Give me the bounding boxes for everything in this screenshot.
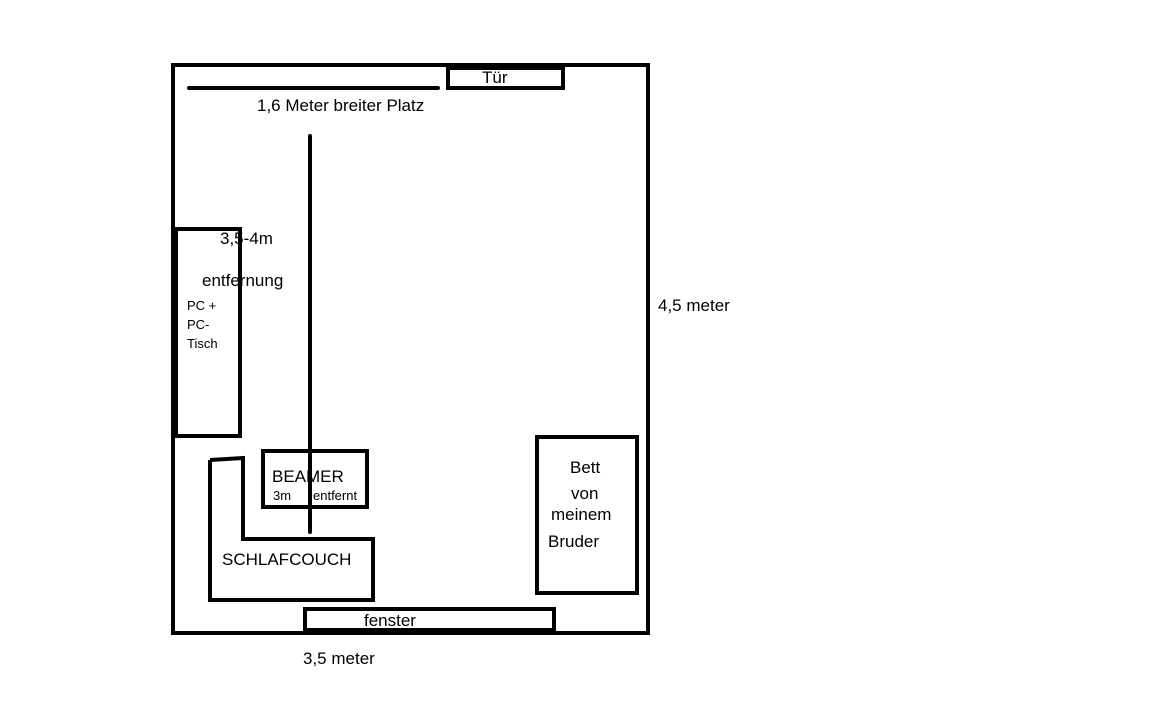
room-height-label: 4,5 meter — [658, 296, 730, 315]
space-width-label: 1,6 Meter breiter Platz — [257, 96, 425, 115]
beamer-label: BEAMER — [272, 467, 344, 486]
door-box — [446, 66, 565, 90]
distance-label-line1: 3,5-4m — [220, 229, 273, 248]
beamer-box — [261, 449, 369, 509]
room-outline — [171, 63, 650, 635]
bed-box — [535, 435, 639, 595]
pc-desk-box — [174, 227, 242, 438]
bed-label-line3: meinem — [551, 505, 612, 524]
pc-desk-label-line1: PC + — [187, 298, 217, 313]
bed-label-line1: Bett — [570, 458, 601, 477]
pc-desk-label-line2: PC- — [187, 317, 210, 332]
pc-desk-label-line3: Tisch — [187, 336, 218, 351]
sofa-bed-label: SCHLAFCOUCH — [222, 550, 352, 569]
sofa-bed-outline — [208, 455, 375, 602]
room-width-label: 3,5 meter — [303, 649, 375, 668]
window-box — [303, 607, 556, 632]
distance-label-line2: entfernung — [202, 271, 284, 290]
window-label: fenster — [364, 611, 416, 630]
bed-label-line2: von — [571, 484, 599, 503]
bed-label-line4: Bruder — [548, 532, 600, 551]
beamer-distance-label-b: entfernt — [313, 488, 358, 503]
beamer-distance-label-a: 3m — [273, 488, 292, 503]
door-label: Tür — [482, 68, 508, 87]
